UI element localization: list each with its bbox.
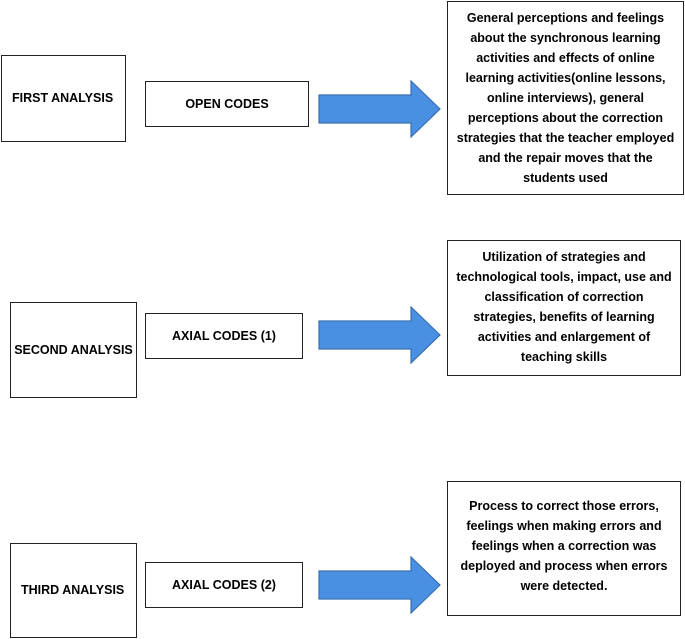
first-analysis-label: FIRST ANALYSIS [12,91,114,106]
third-description-text: Process to correct those errors, feeling… [460,499,668,593]
third-description-box: Process to correct those errors, feeling… [447,481,681,616]
first-description-box: General perceptions and feelings about t… [447,1,684,195]
second-description-box: Utilization of strategies and technologi… [447,240,681,376]
open-codes-box: OPEN CODES [145,81,309,127]
second-analysis-label: SECOND ANALYSIS [14,342,133,357]
arrow-right-icon [318,306,441,364]
open-codes-label: OPEN CODES [185,96,269,111]
arrow-right-icon [318,556,441,614]
axial-codes-1-label: AXIAL CODES (1) [172,328,276,343]
second-description-text: Utilization of strategies and technologi… [456,250,672,364]
third-analysis-box: THIRD ANALYSIS [10,543,137,638]
axial-codes-2-label: AXIAL CODES (2) [172,577,276,592]
axial-codes-2-box: AXIAL CODES (2) [145,562,303,608]
first-analysis-box: FIRST ANALYSIS [1,55,126,142]
second-analysis-box: SECOND ANALYSIS [10,302,137,398]
third-analysis-label: THIRD ANALYSIS [21,583,125,598]
arrow-right-icon [318,80,441,138]
first-description-text: General perceptions and feelings about t… [456,11,675,185]
axial-codes-1-box: AXIAL CODES (1) [145,313,303,359]
